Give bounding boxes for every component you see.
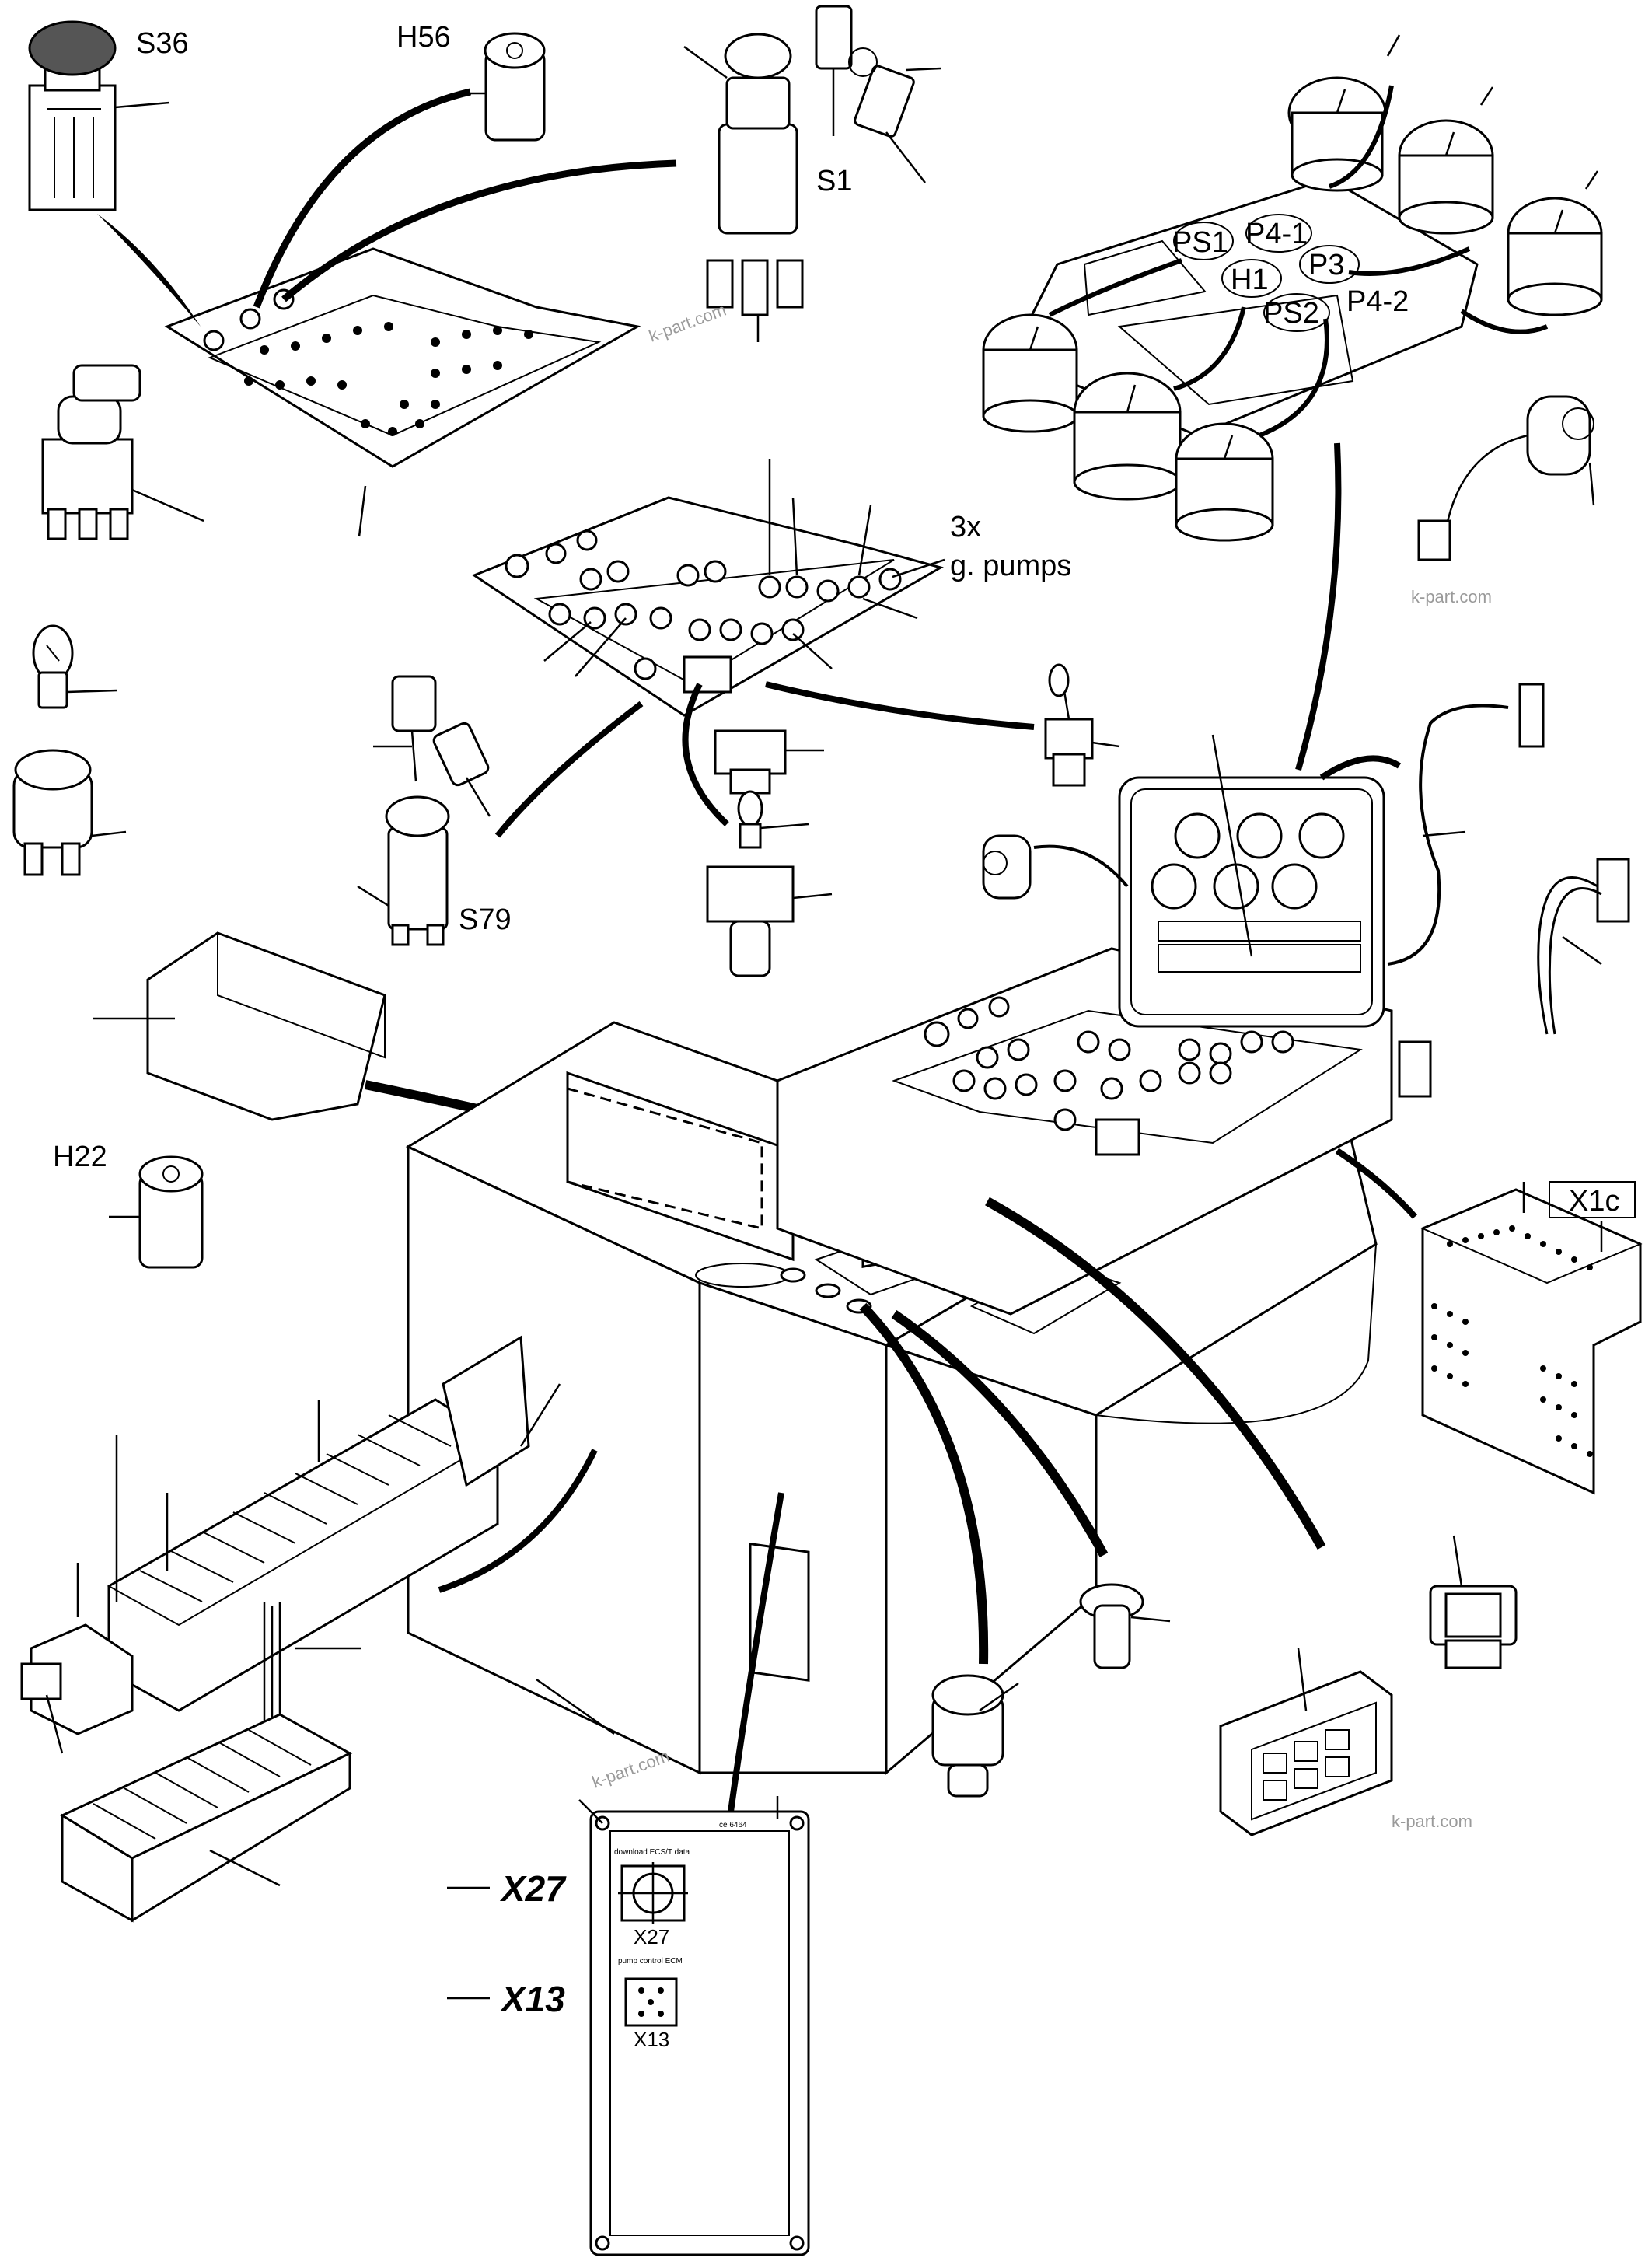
label-s1: S1 xyxy=(816,165,852,197)
connector-plate xyxy=(578,1796,810,2256)
keys-icon xyxy=(815,5,941,183)
arrow xyxy=(891,1310,1109,1557)
gauge-icon xyxy=(982,76,1603,542)
toggle-switch-icon xyxy=(1044,663,1120,787)
rocker-switch-icon xyxy=(1429,1535,1518,1669)
plate-pump-text: pump control ECM xyxy=(618,1957,683,1966)
plate-label-x27: X27 xyxy=(634,1925,669,1948)
bulb-icon xyxy=(737,790,809,849)
lamp-holder-icon xyxy=(706,865,833,977)
rocker-switch-icon xyxy=(714,729,824,795)
arrow xyxy=(1295,442,1342,771)
connector-icon xyxy=(1417,395,1595,561)
label-h22: H22 xyxy=(53,1141,107,1173)
arrow xyxy=(728,1492,784,1812)
connector-cover-icon xyxy=(1420,1182,1643,1495)
cigarette-lighter-icon xyxy=(931,1674,1019,1798)
lamp-holder-icon xyxy=(109,1155,204,1269)
relay-box-icon xyxy=(93,931,386,1121)
console-panel xyxy=(776,683,1545,1316)
plate-label-x13: X13 xyxy=(634,2028,669,2051)
arrow xyxy=(1335,1148,1417,1219)
label-p4-2: P4-2 xyxy=(1346,285,1409,318)
socket-icon xyxy=(12,749,127,876)
watermark: k-part.com xyxy=(1392,1812,1472,1831)
lamp-holder-icon xyxy=(460,32,546,142)
label-h1: H1 xyxy=(1231,264,1269,296)
switch-panel xyxy=(471,459,945,717)
key-switch-icon xyxy=(683,33,804,342)
arrow xyxy=(765,681,1035,730)
cigarette-lighter-icon xyxy=(1079,1583,1171,1669)
keys-icon xyxy=(373,675,491,817)
label-h56: H56 xyxy=(396,21,451,54)
label-ps2: PS2 xyxy=(1263,297,1319,330)
label-ps1: PS1 xyxy=(1172,226,1228,259)
terminal-block-icon xyxy=(20,1335,561,1754)
cable-connector-icon xyxy=(1537,858,1630,1035)
rotary-switch-icon xyxy=(41,364,204,540)
cable-duct-icon xyxy=(59,1713,353,1923)
label-box-x1c xyxy=(1549,1181,1636,1218)
label-pumps: g. pumps xyxy=(950,550,1071,582)
gauge-labels: PS1 P4-1 H1 P3 PS2 P4-2 xyxy=(1172,214,1409,332)
arrow xyxy=(97,214,201,327)
arrow xyxy=(985,1197,1326,1550)
label-p4-1: P4-1 xyxy=(1245,218,1308,250)
bulb-icon xyxy=(32,624,117,709)
watermark: k-part.com xyxy=(589,1746,672,1792)
arrow xyxy=(494,701,644,838)
label-s36: S36 xyxy=(136,27,189,60)
callout-x27: X27 xyxy=(499,1868,567,1909)
arrow xyxy=(438,1449,598,1593)
label-pumps-count: 3x xyxy=(950,511,981,543)
watermark: k-part.com xyxy=(1411,587,1492,606)
label-s79: S79 xyxy=(459,903,512,936)
climate-panel-icon xyxy=(1219,1648,1393,1836)
label-p3: P3 xyxy=(1308,249,1344,281)
gauge-connector-lines xyxy=(1048,34,1599,438)
arrow xyxy=(1319,755,1402,781)
emergency-stop-icon xyxy=(28,20,170,211)
label-x1c: X1c xyxy=(1569,1185,1619,1218)
plate-download-text: download ECS/T data xyxy=(614,1848,690,1857)
arrow xyxy=(859,1302,989,1665)
watermark: k-part.com xyxy=(646,300,728,346)
plate-top-text: ce 6464 xyxy=(719,1821,747,1829)
key-switch-icon xyxy=(357,795,450,946)
callout-x13: X13 xyxy=(499,1979,565,2019)
arrow xyxy=(253,88,471,309)
arrow xyxy=(281,159,677,302)
switch-plate xyxy=(164,247,641,537)
arrow xyxy=(682,683,729,826)
